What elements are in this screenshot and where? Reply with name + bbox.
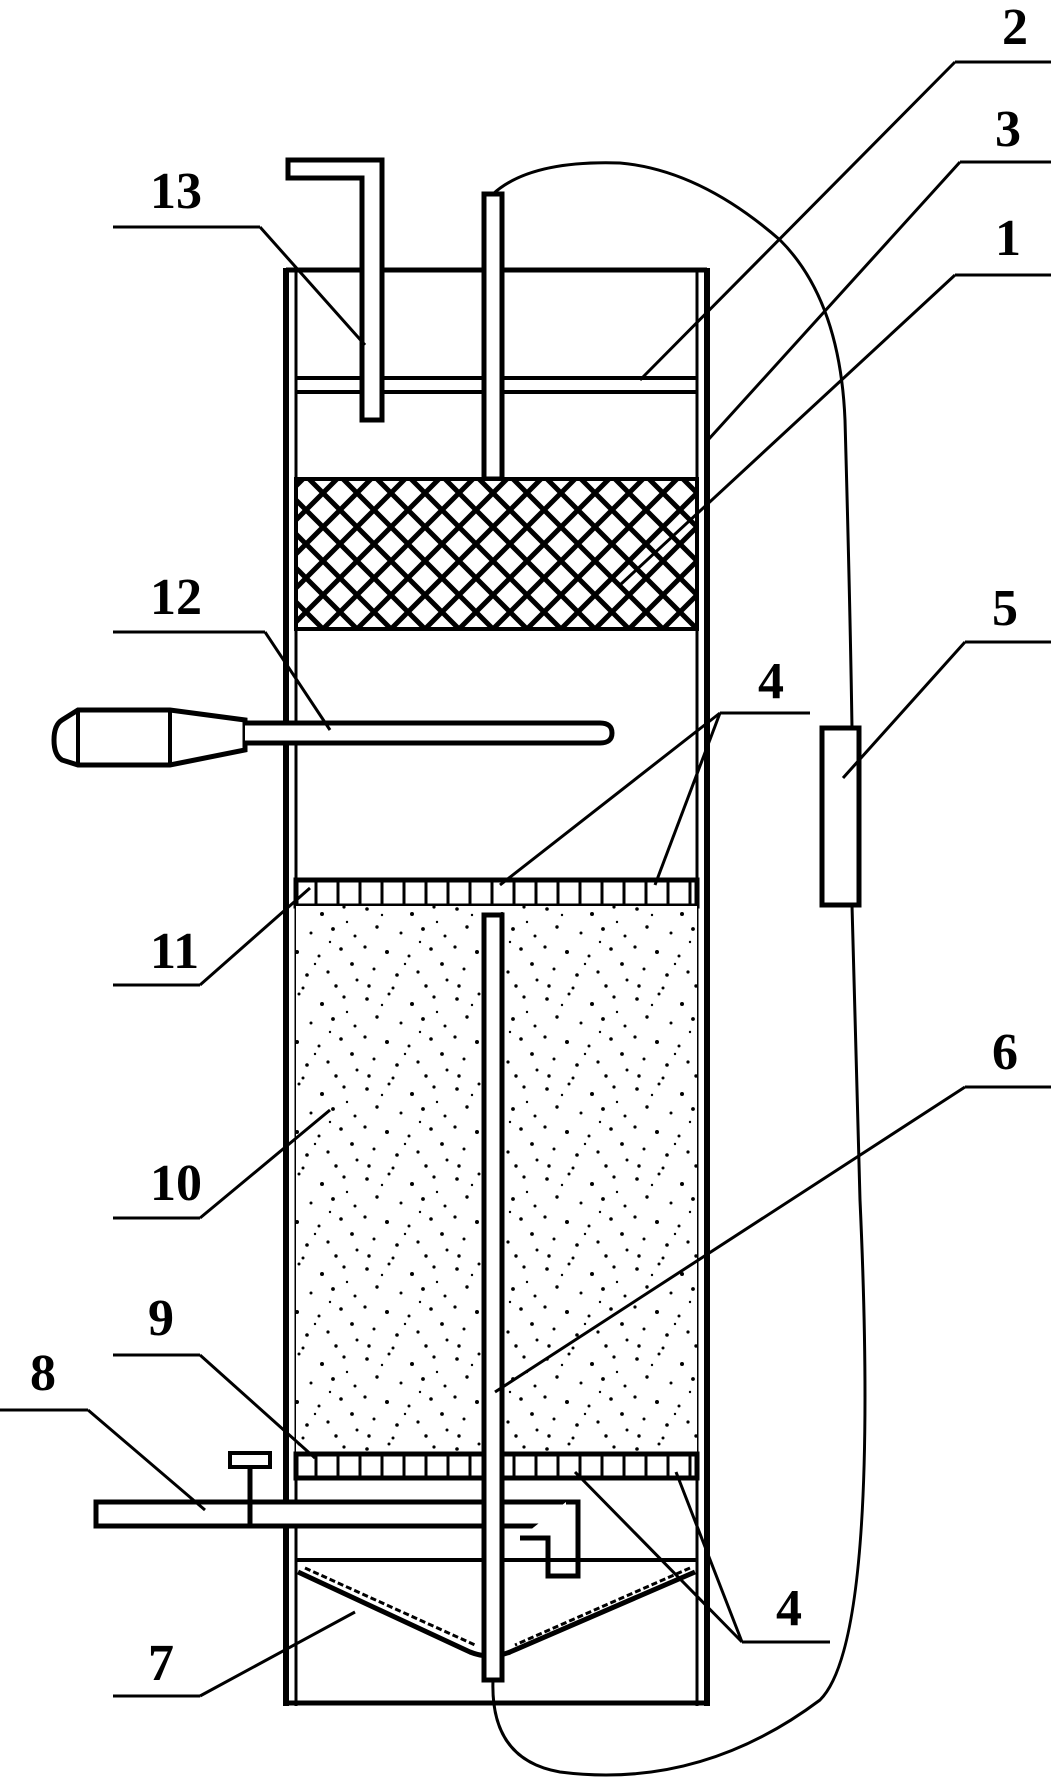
label-12: 12 xyxy=(150,569,202,626)
label-3: 3 xyxy=(995,101,1021,158)
label-9: 9 xyxy=(148,1290,174,1347)
label-13: 13 xyxy=(150,163,202,220)
label-6: 6 xyxy=(992,1024,1018,1081)
label-7: 7 xyxy=(148,1635,174,1692)
connecting-wire xyxy=(491,161,867,1777)
label-11: 11 xyxy=(150,923,199,980)
label-4-top: 4 xyxy=(758,653,784,710)
label-2: 2 xyxy=(1002,0,1028,56)
label-1: 1 xyxy=(995,210,1021,267)
part-labels: 2 3 1 13 12 5 4 11 6 10 9 8 4 7 xyxy=(30,0,1028,1692)
heater-probe xyxy=(51,707,615,768)
leader-lines xyxy=(0,60,1051,1698)
top-electrode-rod xyxy=(481,191,505,482)
label-5: 5 xyxy=(992,580,1018,637)
central-electrode-rod xyxy=(481,912,505,1683)
label-8: 8 xyxy=(30,1345,56,1402)
upper-perforated-plate xyxy=(293,877,700,909)
meter-device xyxy=(819,725,862,908)
label-4-bottom: 4 xyxy=(776,1580,802,1637)
packing-layer xyxy=(294,477,699,631)
label-10: 10 xyxy=(150,1155,202,1212)
gas-outlet-pipe xyxy=(285,157,385,423)
